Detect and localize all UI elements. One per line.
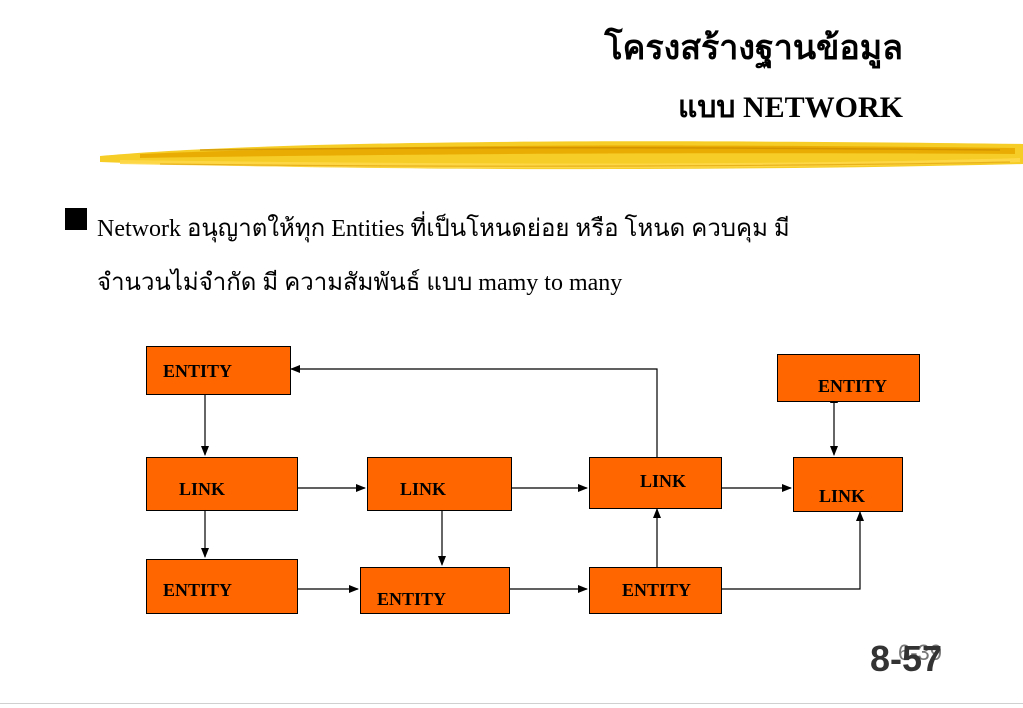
link-node-label: LINK — [640, 471, 687, 491]
page-number-ghost: 6-39 — [898, 640, 943, 665]
connector-link3-to-top-entity — [290, 365, 658, 457]
page-number: 8-57 — [870, 638, 943, 679]
connector-entity3-to-link4 — [722, 511, 864, 590]
link-node-label: LINK — [400, 479, 447, 499]
entity-node-label: ENTITY — [622, 580, 692, 600]
link-node-2: LINK — [367, 457, 512, 511]
entity-node-bottom-2: ENTITY — [360, 567, 510, 614]
bullet-square-icon — [65, 208, 87, 230]
link-node-1: LINK — [146, 457, 298, 511]
bullet-text-line-1: Network อนุญาตให้ทุก Entities ที่เป็นโหน… — [97, 216, 790, 242]
yellow-brush-stroke — [100, 141, 1023, 170]
slide-title-line-1: โครงสร้างฐานข้อมูล — [604, 30, 903, 67]
bottom-divider — [0, 703, 1023, 704]
entity-node-label: ENTITY — [377, 589, 447, 609]
entity-node-bottom-3: ENTITY — [589, 567, 722, 614]
bullet-text-line-2: จำนวนไม่จำกัด มี ความสัมพันธ์ แบบ mamy t… — [97, 270, 623, 296]
entity-node-bottom-1: ENTITY — [146, 559, 298, 614]
entity-node-label: ENTITY — [818, 376, 888, 396]
entity-node-top-left: ENTITY — [146, 346, 291, 395]
link-node-3: LINK — [589, 457, 722, 509]
entity-node-label: ENTITY — [163, 361, 233, 381]
entity-node-top-right: ENTITY — [777, 354, 920, 402]
link-node-4: LINK — [793, 457, 903, 512]
link-node-label: LINK — [819, 486, 866, 506]
entity-node-label: ENTITY — [163, 580, 233, 600]
link-node-label: LINK — [179, 479, 226, 499]
slide-title-line-2: แบบ NETWORK — [678, 91, 903, 124]
